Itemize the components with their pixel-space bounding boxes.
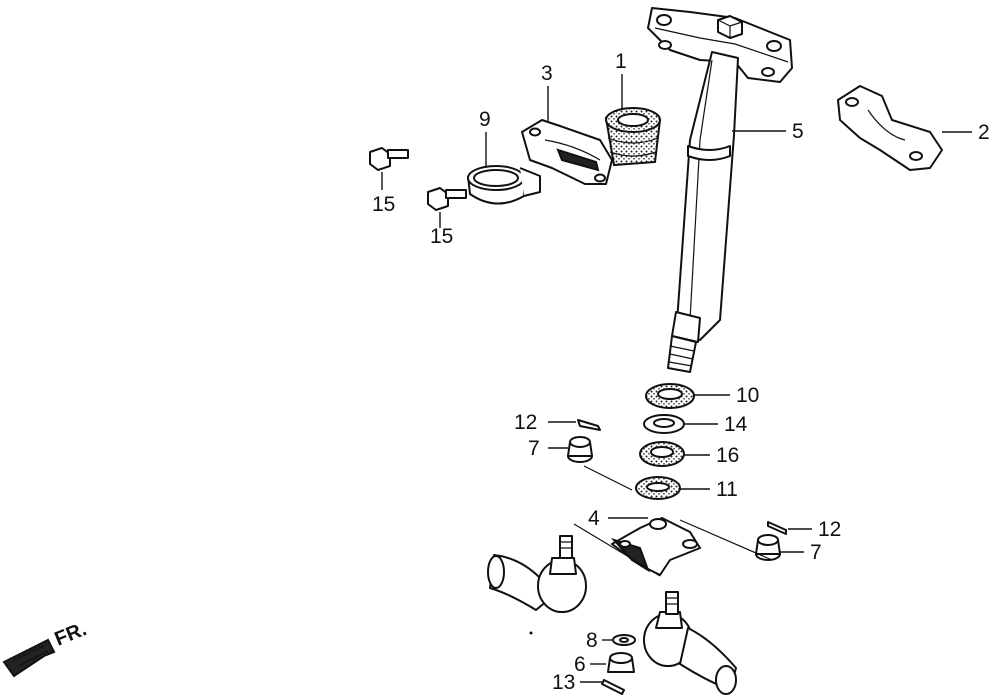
steering-arm-part xyxy=(610,517,701,576)
callout-label: 10 xyxy=(736,384,759,407)
callout-4: 4 xyxy=(588,507,648,530)
tie-rod-end-part xyxy=(487,535,587,613)
callout-label: 15 xyxy=(372,193,395,216)
washer-part xyxy=(612,634,636,646)
callout-1: 1 xyxy=(615,50,627,110)
front-label: FR. xyxy=(52,618,90,650)
callout-label: 1 xyxy=(615,50,627,73)
oil-seal-part xyxy=(639,441,685,467)
callout-7a: 7 xyxy=(528,437,568,460)
callout-label: 4 xyxy=(588,507,600,530)
callout-label: 8 xyxy=(586,629,598,652)
flange-bolt-part xyxy=(369,147,409,171)
callout-label: 7 xyxy=(528,437,540,460)
flange-bolt-part xyxy=(427,187,467,211)
steering-shaft-part xyxy=(647,7,793,373)
bushing-cover-part xyxy=(521,119,613,185)
shaft-bushing-part xyxy=(604,107,662,167)
callout-label: 12 xyxy=(514,411,537,434)
callout-16: 16 xyxy=(684,444,739,467)
callout-9: 9 xyxy=(479,108,491,168)
dust-seal-part xyxy=(635,476,681,500)
callout-label: 11 xyxy=(716,478,738,501)
cotter-pin-part xyxy=(601,679,625,695)
assembly-reference-lines xyxy=(573,465,773,577)
callout-label: 6 xyxy=(574,653,586,676)
callout-11: 11 xyxy=(680,478,738,501)
castle-nut-part xyxy=(607,652,635,673)
callout-label: 5 xyxy=(792,120,804,143)
callout-3: 3 xyxy=(541,62,553,122)
callout-label: 14 xyxy=(724,413,748,436)
callout-label: 2 xyxy=(978,121,990,144)
front-arrow-icon xyxy=(2,638,56,678)
shaft-clamp-part xyxy=(467,165,541,205)
callout-14: 14 xyxy=(684,413,748,436)
castle-nut-part xyxy=(567,436,593,463)
callout-label: 12 xyxy=(818,518,841,541)
callout-6: 6 xyxy=(574,653,606,676)
callout-2: 2 xyxy=(942,121,990,144)
dot-mark xyxy=(529,631,533,635)
front-direction-indicator: FR. xyxy=(2,618,90,678)
callout-label: 3 xyxy=(541,62,553,85)
callout-label: 15 xyxy=(430,225,453,248)
washer-part xyxy=(643,414,685,434)
cotter-pin-part xyxy=(767,521,787,535)
callout-12a: 12 xyxy=(514,411,576,434)
callout-15b: 15 xyxy=(430,212,453,248)
shaft-holder-part xyxy=(837,85,943,171)
callout-label: 9 xyxy=(479,108,491,131)
callout-5: 5 xyxy=(732,120,804,143)
callout-8: 8 xyxy=(586,629,612,652)
callout-12b: 12 xyxy=(788,518,841,541)
tie-rod-end-part xyxy=(643,591,737,695)
callout-label: 13 xyxy=(552,671,575,694)
callout-13: 13 xyxy=(552,671,602,694)
callout-7b: 7 xyxy=(780,541,822,564)
callout-15a: 15 xyxy=(372,172,395,216)
castle-nut-part xyxy=(755,534,781,561)
callout-label: 16 xyxy=(716,444,739,467)
callout-label: 7 xyxy=(810,541,822,564)
bearing-part xyxy=(645,383,695,409)
cotter-pin-part xyxy=(577,419,601,431)
callout-10: 10 xyxy=(694,384,759,407)
